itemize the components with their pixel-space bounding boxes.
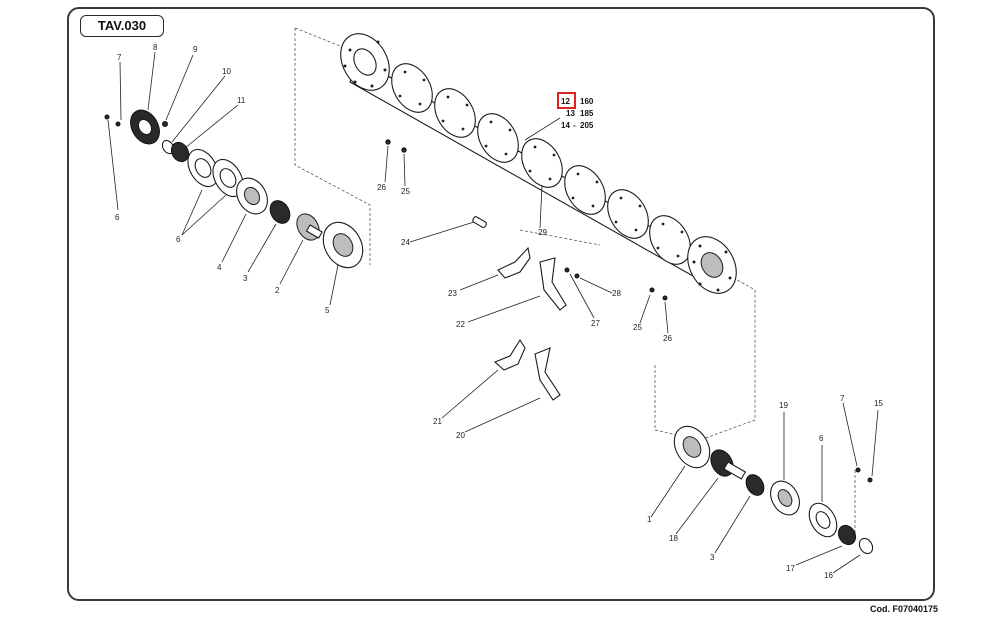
variant-num: 14 <box>561 121 570 130</box>
part-label: 3 <box>710 553 715 562</box>
center-parts <box>385 139 668 401</box>
rotor-flange <box>434 88 476 138</box>
part-label: 27 <box>591 319 600 328</box>
part-label: 5 <box>325 306 330 315</box>
rotor-flange <box>564 165 606 215</box>
drawing-code-label: Cod. F07040175 <box>869 604 938 614</box>
part-label: 23 <box>448 289 457 298</box>
variant-num: 12 <box>561 97 570 106</box>
part-label: 11 <box>237 96 246 105</box>
part-9-screw <box>162 121 168 127</box>
part-23-blade <box>497 246 531 279</box>
part-7-bolt-b <box>855 467 861 473</box>
part-1-flange <box>673 425 711 469</box>
part-6-gasket <box>187 148 219 188</box>
part-label: 22 <box>456 320 465 329</box>
part-27-bolt <box>564 267 570 273</box>
rotor-flange <box>340 33 390 91</box>
right-hub-parts <box>673 425 874 555</box>
part-label: 25 <box>633 323 642 332</box>
part-label: 26 <box>377 183 386 192</box>
rotor-flange <box>521 138 563 188</box>
part-16-ring <box>858 537 874 555</box>
rotor-variant-labels: 12 160 13 185 14 - 205 <box>561 97 594 130</box>
part-number-labels: 7 8 9 10 11 6 6 4 3 2 5 26 25 24 23 22 2… <box>115 43 883 580</box>
left-hub-parts <box>104 109 364 269</box>
part-label: 8 <box>153 43 158 52</box>
table-id-label: TAV.030 <box>80 15 164 37</box>
rotor-flange <box>649 215 691 265</box>
part-label: 25 <box>401 187 410 196</box>
part-label: 20 <box>456 431 465 440</box>
rotor-flange <box>391 63 433 113</box>
part-26-bolt <box>385 139 391 145</box>
part-label: 6 <box>176 235 181 244</box>
part-6-gasket-b <box>212 158 244 198</box>
rotor-end-flange <box>687 236 737 294</box>
rotor-flange <box>477 113 519 163</box>
part-20-blade <box>534 347 561 401</box>
leader-lines <box>107 51 879 574</box>
highlight-box <box>557 92 576 109</box>
rotor-shaft-assembly <box>340 33 737 294</box>
part-label: 6 <box>819 434 824 443</box>
part-26-bolt-b <box>662 295 668 301</box>
drawing-frame <box>67 7 935 601</box>
part-11-bearing <box>170 141 190 163</box>
part-28-nut <box>574 273 580 279</box>
part-7-bolt <box>115 121 121 127</box>
part-25-nut <box>401 147 407 153</box>
part-label: 4 <box>217 263 222 272</box>
part-label: 16 <box>824 571 833 580</box>
part-label: 21 <box>433 417 442 426</box>
variant-len: 205 <box>580 121 594 130</box>
part-label: 18 <box>669 534 678 543</box>
variant-num: 13 <box>566 109 575 118</box>
part-17-bearing <box>837 524 857 546</box>
part-5-flange <box>322 221 364 269</box>
part-label: 24 <box>401 238 410 247</box>
part-label: 29 <box>538 228 547 237</box>
part-label: 10 <box>222 67 231 76</box>
part-label: 2 <box>275 286 280 295</box>
part-label: 7 <box>117 53 122 62</box>
part-24-pin <box>472 216 487 229</box>
part-4-housing <box>236 177 268 215</box>
variant-dash: - <box>573 121 576 130</box>
part-2-pinion <box>296 213 323 241</box>
part-label: 6 <box>115 213 120 222</box>
part-label: 19 <box>779 401 788 410</box>
part-3-bearing-b <box>745 474 765 496</box>
part-label: 15 <box>874 399 883 408</box>
part-19-housing <box>770 480 800 516</box>
part-6-bolt <box>104 114 110 120</box>
part-label: 26 <box>663 334 672 343</box>
part-21-blade <box>493 338 526 371</box>
part-label: 17 <box>786 564 795 573</box>
part-8-hub-cover <box>130 109 160 145</box>
part-25-nut-b <box>649 287 655 293</box>
part-label: 1 <box>647 515 652 524</box>
part-15-screw <box>867 477 873 483</box>
part-label: 7 <box>840 394 845 403</box>
part-3-bearing <box>269 200 291 224</box>
part-label: 3 <box>243 274 248 283</box>
part-22-blade <box>539 257 567 311</box>
part-6-gasket-c <box>808 502 838 538</box>
part-18-pinion-shaft <box>710 449 747 480</box>
rotor-flange <box>607 189 649 239</box>
part-label: 9 <box>193 45 198 54</box>
variant-len: 160 <box>580 97 594 106</box>
part-label: 28 <box>612 289 621 298</box>
variant-len: 185 <box>580 109 594 118</box>
